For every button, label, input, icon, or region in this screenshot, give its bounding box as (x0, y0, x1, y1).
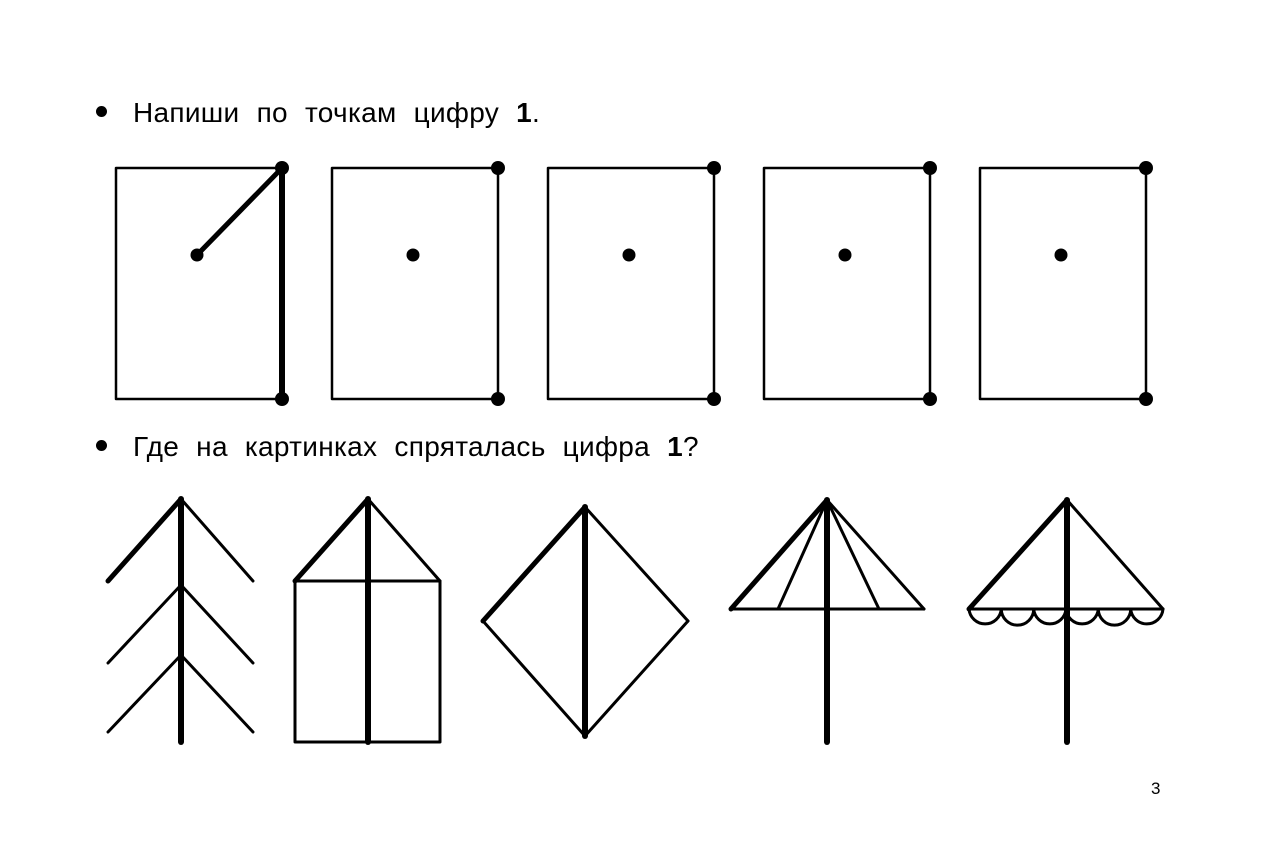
task-2-instruction: Где на картинках спряталась цифра 1? (96, 431, 699, 463)
kite-picture (480, 504, 690, 739)
trace-box-1 (114, 161, 289, 406)
bullet-icon (96, 106, 107, 118)
trace-box-2[interactable] (330, 161, 505, 406)
fir-tree-picture (105, 496, 255, 745)
task-2-text: Где на картинках спряталась цифра (133, 431, 668, 462)
umbrella-scalloped-picture (966, 497, 1165, 745)
task-2-digit: 1 (667, 431, 683, 462)
trace-box-3[interactable] (546, 161, 721, 406)
house-picture (292, 496, 442, 745)
page-number: 3 (1151, 779, 1161, 798)
task-1-text: Напиши по точкам цифру (133, 97, 517, 128)
trace-box-4[interactable] (762, 161, 937, 406)
trace-box-5[interactable] (978, 161, 1153, 406)
bullet-icon (96, 440, 107, 452)
umbrella-picture (728, 497, 926, 745)
task-1-instruction: Напиши по точкам цифру 1. (96, 97, 540, 129)
task-1-digit: 1 (516, 97, 533, 128)
